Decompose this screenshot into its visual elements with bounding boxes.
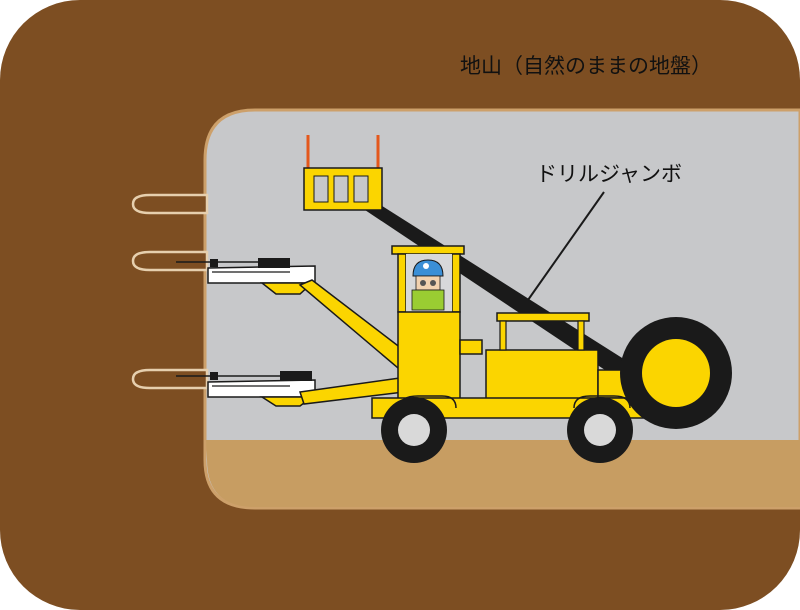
- drill-jumbo-label: ドリルジャンボ: [536, 162, 682, 186]
- platform-boom: [338, 192, 638, 380]
- upper-drill-feed: [207, 258, 316, 295]
- lower-drill-feed: [207, 371, 316, 407]
- cable-reel-wheel: [620, 317, 732, 429]
- ground-label: 地山（自然のままの地盤）: [460, 54, 712, 78]
- drill-hole-middle: [131, 250, 209, 272]
- drill-hole-bottom: [131, 368, 209, 390]
- rear-wheel: [567, 397, 633, 463]
- tunnel-floor: [206, 440, 800, 507]
- jumbo-leader-line: [527, 191, 605, 301]
- operator-worker: [411, 259, 445, 311]
- drill-hole-top: [131, 193, 209, 215]
- front-wheel: [381, 397, 447, 463]
- work-platform-bucket: [303, 135, 383, 211]
